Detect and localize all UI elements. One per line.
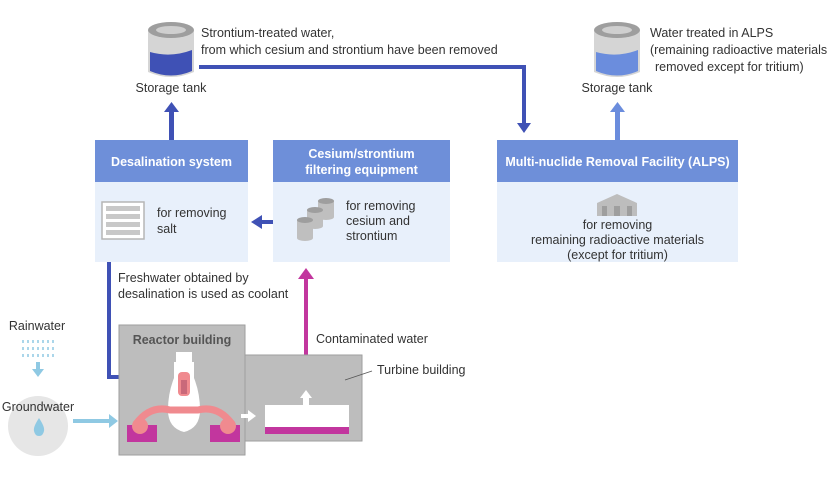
storage-right-caption-line1: Water treated in ALPS — [650, 26, 773, 40]
freshwater-note-line1: Freshwater obtained by — [118, 271, 249, 285]
rain-down-arrow — [32, 362, 44, 377]
pipe-contaminated-water — [298, 268, 314, 391]
freshwater-note-line2: desalination is used as coolant — [118, 287, 289, 301]
reactor-building: Reactor building — [118, 324, 256, 456]
alps-desc-line3: (except for tritium) — [567, 248, 668, 262]
storage-tank-left-icon — [148, 22, 194, 77]
pipe-alps-to-tank — [610, 102, 625, 140]
cesium-desc-line2: cesium and — [346, 214, 410, 228]
desalination-title: Desalination system — [111, 155, 232, 169]
cesium-desc-line1: for removing — [346, 199, 416, 213]
rainwater-group: Rainwater — [9, 319, 65, 377]
filter-cylinders-icon — [297, 198, 334, 241]
alps-desc-line2: remaining radioactive materials — [531, 233, 704, 247]
desalination-desc-line2: salt — [157, 222, 177, 236]
desalination-icon — [101, 201, 145, 240]
alps-desc-line1: for removing — [583, 218, 653, 232]
turbine-building: Turbine building — [237, 354, 466, 442]
storage-tank-right-label: Storage tank — [582, 81, 654, 95]
pipe-cesium-to-desal — [251, 215, 273, 229]
contaminated-water-label: Contaminated water — [316, 332, 428, 346]
pipe-tank-to-alps — [199, 65, 531, 133]
cesium-strontium-equipment: Cesium/strontium filtering equipment for… — [273, 140, 450, 262]
storage-tank-left-label: Storage tank — [136, 81, 208, 95]
cesium-title-line1: Cesium/strontium — [308, 147, 414, 161]
storage-tank-right: Storage tank Water treated in ALPS (rema… — [582, 22, 827, 95]
storage-left-caption-line1: Strontium-treated water, — [201, 26, 334, 40]
storage-tank-right-icon — [594, 22, 640, 77]
storage-tank-left: Storage tank Strontium-treated water, fr… — [136, 22, 498, 95]
alps-title: Multi-nuclide Removal Facility (ALPS) — [505, 155, 729, 169]
turbine-building-label: Turbine building — [377, 363, 466, 377]
cesium-desc-line3: strontium — [346, 229, 397, 243]
desalination-system: Desalination system for removing salt — [95, 140, 248, 262]
water-drop-icon — [33, 418, 45, 436]
rainwater-label: Rainwater — [9, 319, 65, 333]
reactor-containment — [168, 378, 200, 432]
alps-facility: Multi-nuclide Removal Facility (ALPS) fo… — [497, 140, 738, 262]
groundwater-label: Groundwater — [2, 400, 74, 414]
reactor-building-label: Reactor building — [133, 333, 232, 347]
desalination-desc-line1: for removing — [157, 206, 227, 220]
storage-right-caption-line3: removed except for tritium) — [655, 60, 804, 74]
groundwater-arrow — [73, 414, 118, 428]
cesium-title-line2: filtering equipment — [305, 163, 418, 177]
rain-drops-icon — [22, 340, 54, 357]
pipe-desal-to-tank — [164, 102, 179, 140]
storage-left-caption-line2: from which cesium and strontium have bee… — [201, 43, 498, 57]
groundwater-group: Groundwater — [2, 396, 118, 456]
facility-building-icon — [597, 194, 637, 216]
storage-right-caption-line2: (remaining radioactive materials — [650, 43, 827, 57]
